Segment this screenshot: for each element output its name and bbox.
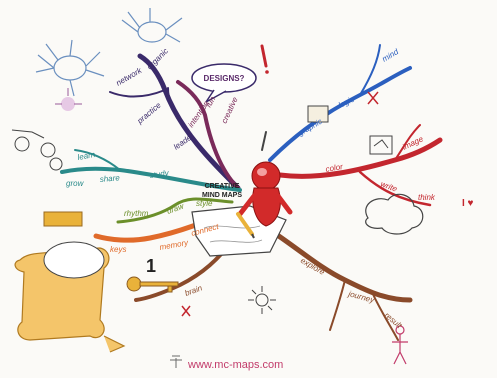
central-title-line1: CREATIVE [205, 183, 240, 190]
exclamation-icon [262, 46, 269, 74]
branch-word: think [418, 193, 436, 202]
bubble-text: DESIGNS? [204, 74, 245, 83]
paper-note-icon [44, 212, 104, 278]
branch-word: rhythm [124, 209, 149, 218]
key-doodle-icon [127, 277, 178, 292]
branch-word: style [196, 199, 213, 208]
branch-word: organic [145, 46, 170, 71]
central-title-line2: MIND MAPS [202, 192, 242, 199]
speech-bubble: DESIGNS? [192, 64, 256, 102]
branch-word: memory [159, 238, 190, 252]
branch-word: grow [66, 179, 85, 188]
number-one-text: 1 [146, 256, 156, 276]
sun-doodle-icon [248, 286, 276, 314]
tree-doodle-icon [36, 40, 104, 96]
flower-doodle-icon [55, 88, 82, 111]
branch-word: practice [135, 100, 163, 126]
tree-logo-icon [170, 356, 182, 368]
branch-word: logic [337, 95, 356, 110]
footer-branding: www.mc-maps.com [170, 356, 283, 371]
branch-word: learn [77, 150, 97, 162]
footer-url: www.mc-maps.com [187, 359, 283, 371]
cloud-doodle-icon [366, 194, 423, 234]
branch-word: draw [166, 201, 187, 216]
heart-label-text: I ♥ [462, 198, 474, 209]
branch-word: keys [110, 245, 126, 254]
branch-word: creative [220, 95, 240, 125]
tree-doodle-icon [122, 8, 182, 42]
branch-word: network [115, 65, 145, 87]
number-one-label: 1 [146, 256, 156, 276]
faces-doodle-icon [12, 130, 62, 170]
branch-word: mind [381, 47, 401, 64]
frame-doodle-icon [370, 136, 392, 154]
heart-label: I ♥ [462, 198, 474, 209]
branch-word: share [99, 173, 120, 184]
branch-word: brain [184, 283, 204, 298]
